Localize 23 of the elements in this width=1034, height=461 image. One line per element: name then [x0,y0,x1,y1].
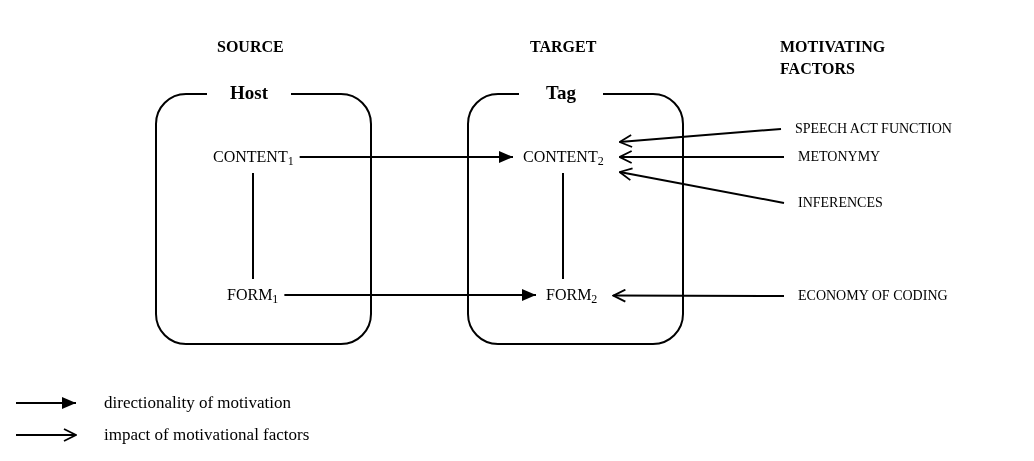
concept-label: FORM$_{1}$ [227,285,279,305]
arrow [612,288,785,303]
connector-line [252,172,254,280]
frame-title: Host [229,81,269,105]
arrow [618,150,785,164]
arrow [618,167,785,204]
frame-title: Tag [545,81,577,105]
column-heading: TARGET [530,37,597,57]
legend-text: impact of motivational factors [104,424,310,446]
legend-text: directionality of motivation [104,392,291,414]
factor-label: SPEECH ACT FUNCTION [795,120,952,138]
concept-label: CONTENT$_{2}$ [523,147,604,167]
arrow [618,128,782,148]
concept-label: FORM$_{2}$ [546,285,598,305]
concept-label: CONTENT$_{1}$ [213,147,294,167]
connector-line [562,172,564,280]
factor-label: ECONOMY OF CODING [798,287,948,305]
factor-label: METONYMY [798,148,881,166]
arrow [298,151,514,163]
column-heading: MOTIVATING FACTORS [780,37,887,79]
factor-label: INFERENCES [798,194,883,212]
column-heading: SOURCE [217,37,284,57]
arrow [283,289,537,301]
